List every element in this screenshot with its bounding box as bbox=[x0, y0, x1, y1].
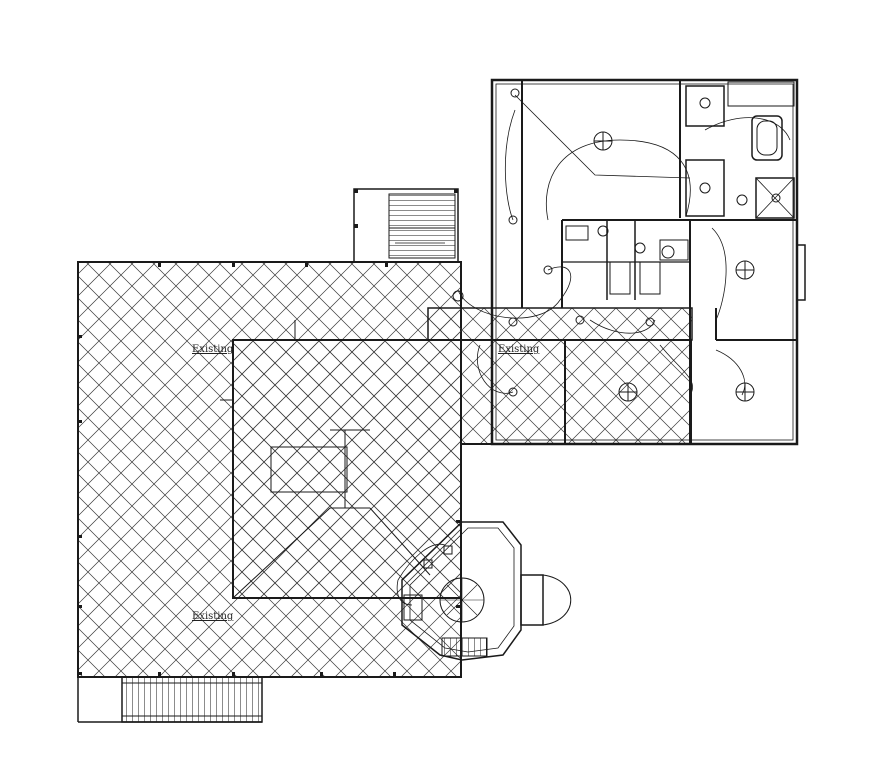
lower-stair bbox=[121, 676, 263, 723]
existing-label-top-center: Existing bbox=[498, 344, 540, 355]
existing-label-bottom-left: Existing bbox=[192, 611, 234, 622]
existing-middle-area bbox=[427, 307, 693, 445]
ceiling-fixtures bbox=[452, 88, 781, 402]
stair-tower bbox=[396, 521, 572, 661]
house-wing bbox=[457, 78, 806, 446]
upper-stair bbox=[353, 188, 459, 263]
existing-roof-area bbox=[220, 320, 462, 599]
existing-label-top-left: Existing bbox=[192, 344, 234, 355]
